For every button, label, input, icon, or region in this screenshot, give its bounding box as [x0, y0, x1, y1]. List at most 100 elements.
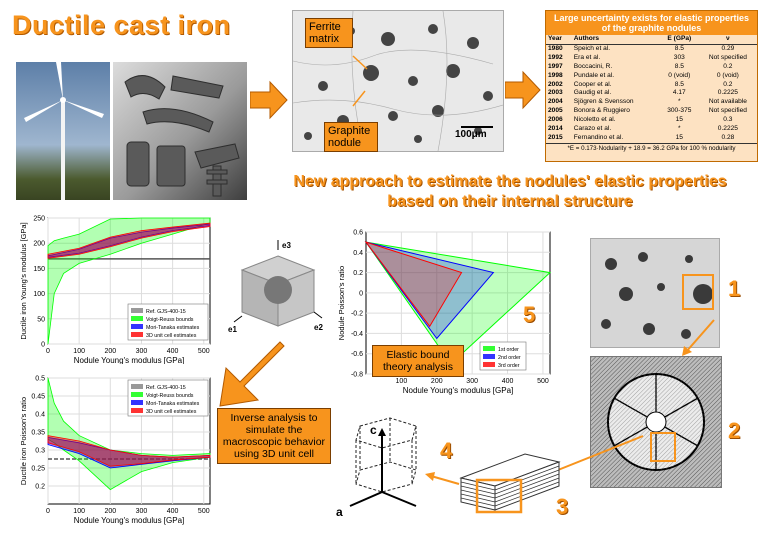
step-number-1: 1 — [728, 276, 741, 301]
step-number-3: 3 — [556, 494, 569, 519]
table-cell: 1980 — [548, 44, 563, 52]
table-cell: 1997 — [548, 62, 563, 70]
series-region — [364, 241, 552, 365]
nodule-cross-section — [590, 356, 722, 488]
table-cell: 8.5 — [674, 80, 684, 88]
connector-arrow-icon — [682, 319, 715, 356]
table-cell: Carazo et al. — [573, 125, 612, 133]
step-number-2: 2 — [728, 418, 741, 443]
series-band — [47, 435, 211, 467]
connector-arrow-icon — [425, 472, 460, 485]
y-tick-label: 0.4 — [35, 412, 45, 419]
y-axis-label: Nodule Poisson's ratio — [337, 266, 346, 340]
unit-cell-cube-diagram: e3 e1 e2 — [228, 240, 323, 334]
table-cell: Sjögren & Svensson — [573, 98, 634, 106]
x-tick-label: 400 — [502, 378, 514, 385]
table-row: 2015 Fernandino et al. 15 0.28 — [546, 134, 757, 143]
legend-swatch — [131, 392, 143, 397]
legend-label: Voigt-Reuss bounds — [146, 317, 194, 323]
table-cell: 2002 — [548, 80, 563, 88]
table-cell: Cooper et al. — [573, 80, 612, 88]
table-cell: 0.2 — [723, 80, 733, 88]
table-footnote: *E = 0.173·Nodularity + 18.9 = 36.2 GPa … — [546, 142, 757, 153]
table-header-row: Year Authors E (GPa) ν — [546, 35, 757, 45]
layered-graphite-diagram — [459, 453, 561, 514]
legend-label: 3D unit cell estimates — [146, 333, 197, 339]
graphite-nodule-label: Graphite nodule — [324, 122, 378, 152]
y-tick-label: 0 — [359, 290, 363, 297]
legend-label: Mori-Tanaka estimates — [146, 401, 200, 407]
x-tick-label: 200 — [431, 378, 443, 385]
series-band — [47, 222, 211, 259]
legend-swatch — [131, 408, 143, 413]
table-cell: 15 — [675, 116, 683, 124]
uncertainty-table-panel: Large uncertainty exists for elastic pro… — [545, 10, 758, 162]
table-cell: 0.28 — [721, 133, 735, 141]
x-tick-label: 100 — [73, 348, 85, 355]
x-axis-label: Nodule Young's modulus [GPa] — [74, 516, 185, 525]
x-axis-label: Nodule Young's modulus [GPa] — [403, 386, 514, 395]
y-tick-label: 200 — [33, 241, 45, 248]
nodule-micrograph — [590, 238, 720, 348]
lattice-axis-a: a — [336, 505, 343, 519]
hexagonal-lattice-diagram: c a — [336, 417, 417, 519]
x-tick-label: 500 — [198, 508, 210, 515]
x-tick-label: 400 — [167, 508, 179, 515]
table-cell: 0 (void) — [716, 71, 739, 79]
y-tick-label: -0.6 — [351, 351, 363, 358]
table-cell: Fernandino et al. — [573, 133, 624, 141]
subtitle-heading: New approach to estimate the nodules' el… — [293, 173, 727, 210]
y-tick-label: 0.5 — [35, 376, 45, 383]
x-tick-label: 500 — [537, 378, 549, 385]
table-cell: 15 — [675, 133, 683, 141]
page-title: Ductile cast iron — [12, 10, 231, 40]
table-cell: Not available — [708, 98, 747, 106]
x-tick-label: 100 — [396, 378, 408, 385]
arrow-right-icon — [250, 80, 288, 120]
legend-swatch — [483, 362, 495, 367]
legend-swatch — [483, 346, 495, 351]
y-tick-label: 0.3 — [35, 448, 45, 455]
table-cell: Not specified — [708, 53, 747, 61]
table-cell: 4.17 — [672, 89, 686, 97]
arrow-right-icon — [505, 70, 541, 110]
table-cell: 2006 — [548, 116, 563, 124]
table-cell: 1998 — [548, 71, 563, 79]
table-cell: * — [678, 125, 681, 133]
table-cell: Pundale et al. — [573, 71, 615, 79]
x-tick-label: 300 — [136, 508, 148, 515]
x-axis-label: Nodule Young's modulus [GPa] — [74, 356, 185, 364]
x-tick-label: 300 — [466, 378, 478, 385]
x-tick-label: 300 — [136, 348, 148, 355]
legend-label: Ref. GJS-400-15 — [146, 309, 186, 315]
table-cell: Speich et al. — [573, 44, 611, 52]
legend-swatch — [131, 384, 143, 389]
table-cell: 2015 — [548, 133, 563, 141]
table-cell: 2003 — [548, 89, 563, 97]
y-tick-label: -0.8 — [351, 372, 363, 379]
table-cell: 0.2225 — [717, 89, 738, 97]
x-tick-label: 400 — [167, 348, 179, 355]
legend-swatch — [131, 308, 143, 313]
y-tick-label: 0 — [41, 342, 45, 349]
scale-bar-label: 100μm — [455, 129, 487, 140]
table-cell: Nicoletto et al. — [573, 116, 616, 124]
lattice-axis-c: c — [370, 423, 377, 437]
legend-label: Voigt-Reuss bounds — [146, 393, 194, 399]
x-tick-label: 200 — [104, 508, 116, 515]
y-tick-label: 50 — [37, 316, 45, 323]
y-tick-label: 0.2 — [35, 484, 45, 491]
step-number-5: 5 — [523, 302, 536, 327]
legend-label: Mori-Tanaka estimates — [146, 325, 200, 331]
table-cell: Not specified — [708, 107, 747, 115]
y-tick-label: 250 — [33, 216, 45, 223]
legend-swatch — [131, 332, 143, 337]
x-tick-label: 0 — [46, 508, 50, 515]
table-cell: 0.2 — [723, 62, 733, 70]
